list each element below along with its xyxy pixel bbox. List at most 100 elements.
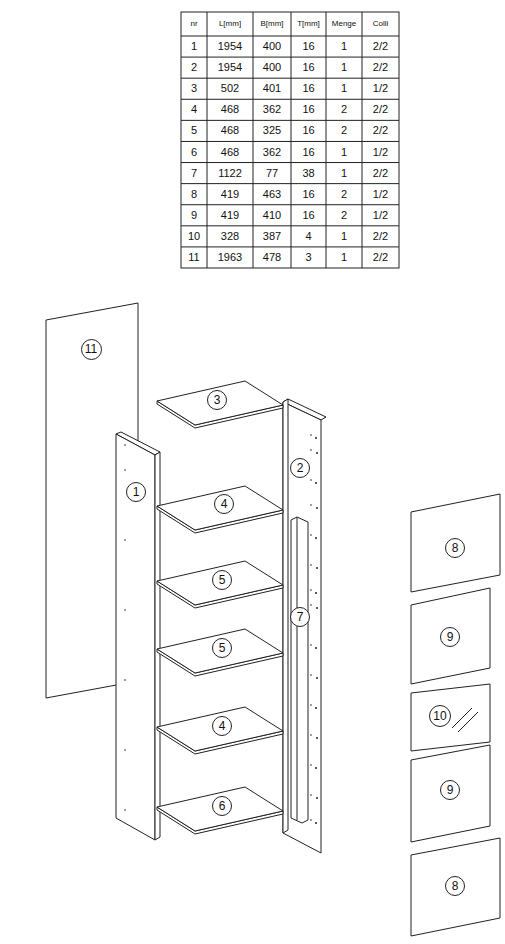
- shelf: [157, 561, 283, 605]
- drill-holes: [124, 434, 318, 824]
- table-cell: 16: [302, 83, 314, 94]
- table-cell: 16: [302, 41, 314, 52]
- door-panel: [411, 838, 500, 936]
- table-cell: 2/2: [373, 104, 388, 115]
- table-cell: 5: [191, 125, 197, 136]
- table-cell: 1: [341, 41, 347, 52]
- rail-edge: [297, 517, 298, 820]
- table-cell: 468: [221, 147, 239, 158]
- callout-number: 6: [212, 796, 232, 816]
- table-cell: 16: [302, 147, 314, 158]
- table-cell: 419: [221, 189, 239, 200]
- table-cell: 1/2: [373, 210, 388, 221]
- table-cell: 419: [221, 210, 239, 221]
- table-cell: 2/2: [373, 168, 388, 179]
- table-cell: 4: [305, 231, 311, 242]
- table-cell: 2: [341, 125, 347, 136]
- door-panel: [411, 588, 490, 684]
- table-cell: 7: [191, 168, 197, 179]
- glass-panel: [411, 684, 490, 751]
- callout-number: 3: [207, 390, 227, 410]
- table-cell: 410: [263, 210, 281, 221]
- table-cell: 2/2: [373, 41, 388, 52]
- callout-number: 1: [126, 482, 146, 502]
- side-panel: [283, 402, 321, 853]
- callout-number: 10: [429, 705, 451, 727]
- table-cell: 3: [191, 83, 197, 94]
- door-panel: [411, 494, 500, 592]
- cabinet-parts: [46, 303, 500, 936]
- table-cell: 362: [263, 104, 281, 115]
- table-rows: [181, 36, 399, 247]
- callout-number: 8: [445, 538, 465, 558]
- door-panel: [411, 745, 490, 842]
- table-cell: 1: [191, 41, 197, 52]
- table-cell: 2: [341, 189, 347, 200]
- table-header: B[mm]: [260, 20, 283, 28]
- callout-number: 5: [212, 570, 232, 590]
- table-cell: 1: [341, 252, 347, 263]
- table-cell: 38: [302, 168, 314, 179]
- table-header: Menge: [332, 20, 356, 28]
- table-cell: 387: [263, 231, 281, 242]
- table-cell: 2: [341, 104, 347, 115]
- callout-number: 9: [440, 780, 460, 800]
- table-cell: 2/2: [373, 62, 388, 73]
- table-header: T[mm]: [297, 20, 320, 28]
- table-cell: 9: [191, 210, 197, 221]
- rail: [291, 517, 308, 823]
- callout-number: 7: [290, 607, 310, 627]
- shelf: [157, 707, 283, 751]
- table-cell: 478: [263, 252, 281, 263]
- callout-number: 2: [290, 458, 310, 478]
- table-cell: 2: [191, 62, 197, 73]
- table-cell: 400: [263, 62, 281, 73]
- table-cell: 4: [191, 104, 197, 115]
- table-cell: 1/2: [373, 83, 388, 94]
- callout-number: 4: [214, 494, 234, 514]
- shelf: [157, 629, 283, 673]
- callout-number: 11: [81, 339, 102, 360]
- table-cell: 6: [191, 147, 197, 158]
- callout-number: 9: [440, 627, 460, 647]
- table-cell: 8: [191, 189, 197, 200]
- table-cell: 2: [341, 210, 347, 221]
- table-cell: 325: [263, 125, 281, 136]
- side-panel-thickness: [283, 399, 288, 833]
- table-cell: 16: [302, 210, 314, 221]
- callout-number: 8: [445, 876, 465, 896]
- table-cell: 502: [221, 83, 239, 94]
- table-cell: 1963: [218, 252, 242, 263]
- table-cell: 2/2: [373, 125, 388, 136]
- table-cell: 1122: [218, 168, 242, 179]
- parts-table-grid: [181, 12, 399, 268]
- table-cell: 1: [341, 231, 347, 242]
- table-cell: 468: [221, 125, 239, 136]
- table-cell: 16: [302, 62, 314, 73]
- shelf: [157, 787, 283, 831]
- table-cell: 328: [221, 231, 239, 242]
- table-cell: 11: [188, 252, 199, 263]
- side-panel: [116, 434, 155, 840]
- table-cell: 1954: [218, 41, 242, 52]
- table-cell: 2/2: [373, 252, 388, 263]
- table-header: L[mm]: [219, 20, 241, 28]
- table-cell: 77: [266, 168, 278, 179]
- callout-number: 4: [212, 716, 232, 736]
- table-cell: 1: [341, 168, 347, 179]
- shelf: [157, 381, 283, 425]
- table-cell: 3: [305, 252, 311, 263]
- table-cell: 1: [341, 147, 347, 158]
- table-header: nr: [190, 20, 197, 28]
- table-cell: 16: [302, 125, 314, 136]
- table-cell: 1/2: [373, 147, 388, 158]
- table-cell: 1: [341, 62, 347, 73]
- table-cell: 463: [263, 189, 281, 200]
- table-cell: 16: [302, 189, 314, 200]
- callout-number: 5: [212, 638, 232, 658]
- table-cell: 401: [263, 83, 281, 94]
- table-cell: 2/2: [373, 231, 388, 242]
- table-cell: 1: [341, 83, 347, 94]
